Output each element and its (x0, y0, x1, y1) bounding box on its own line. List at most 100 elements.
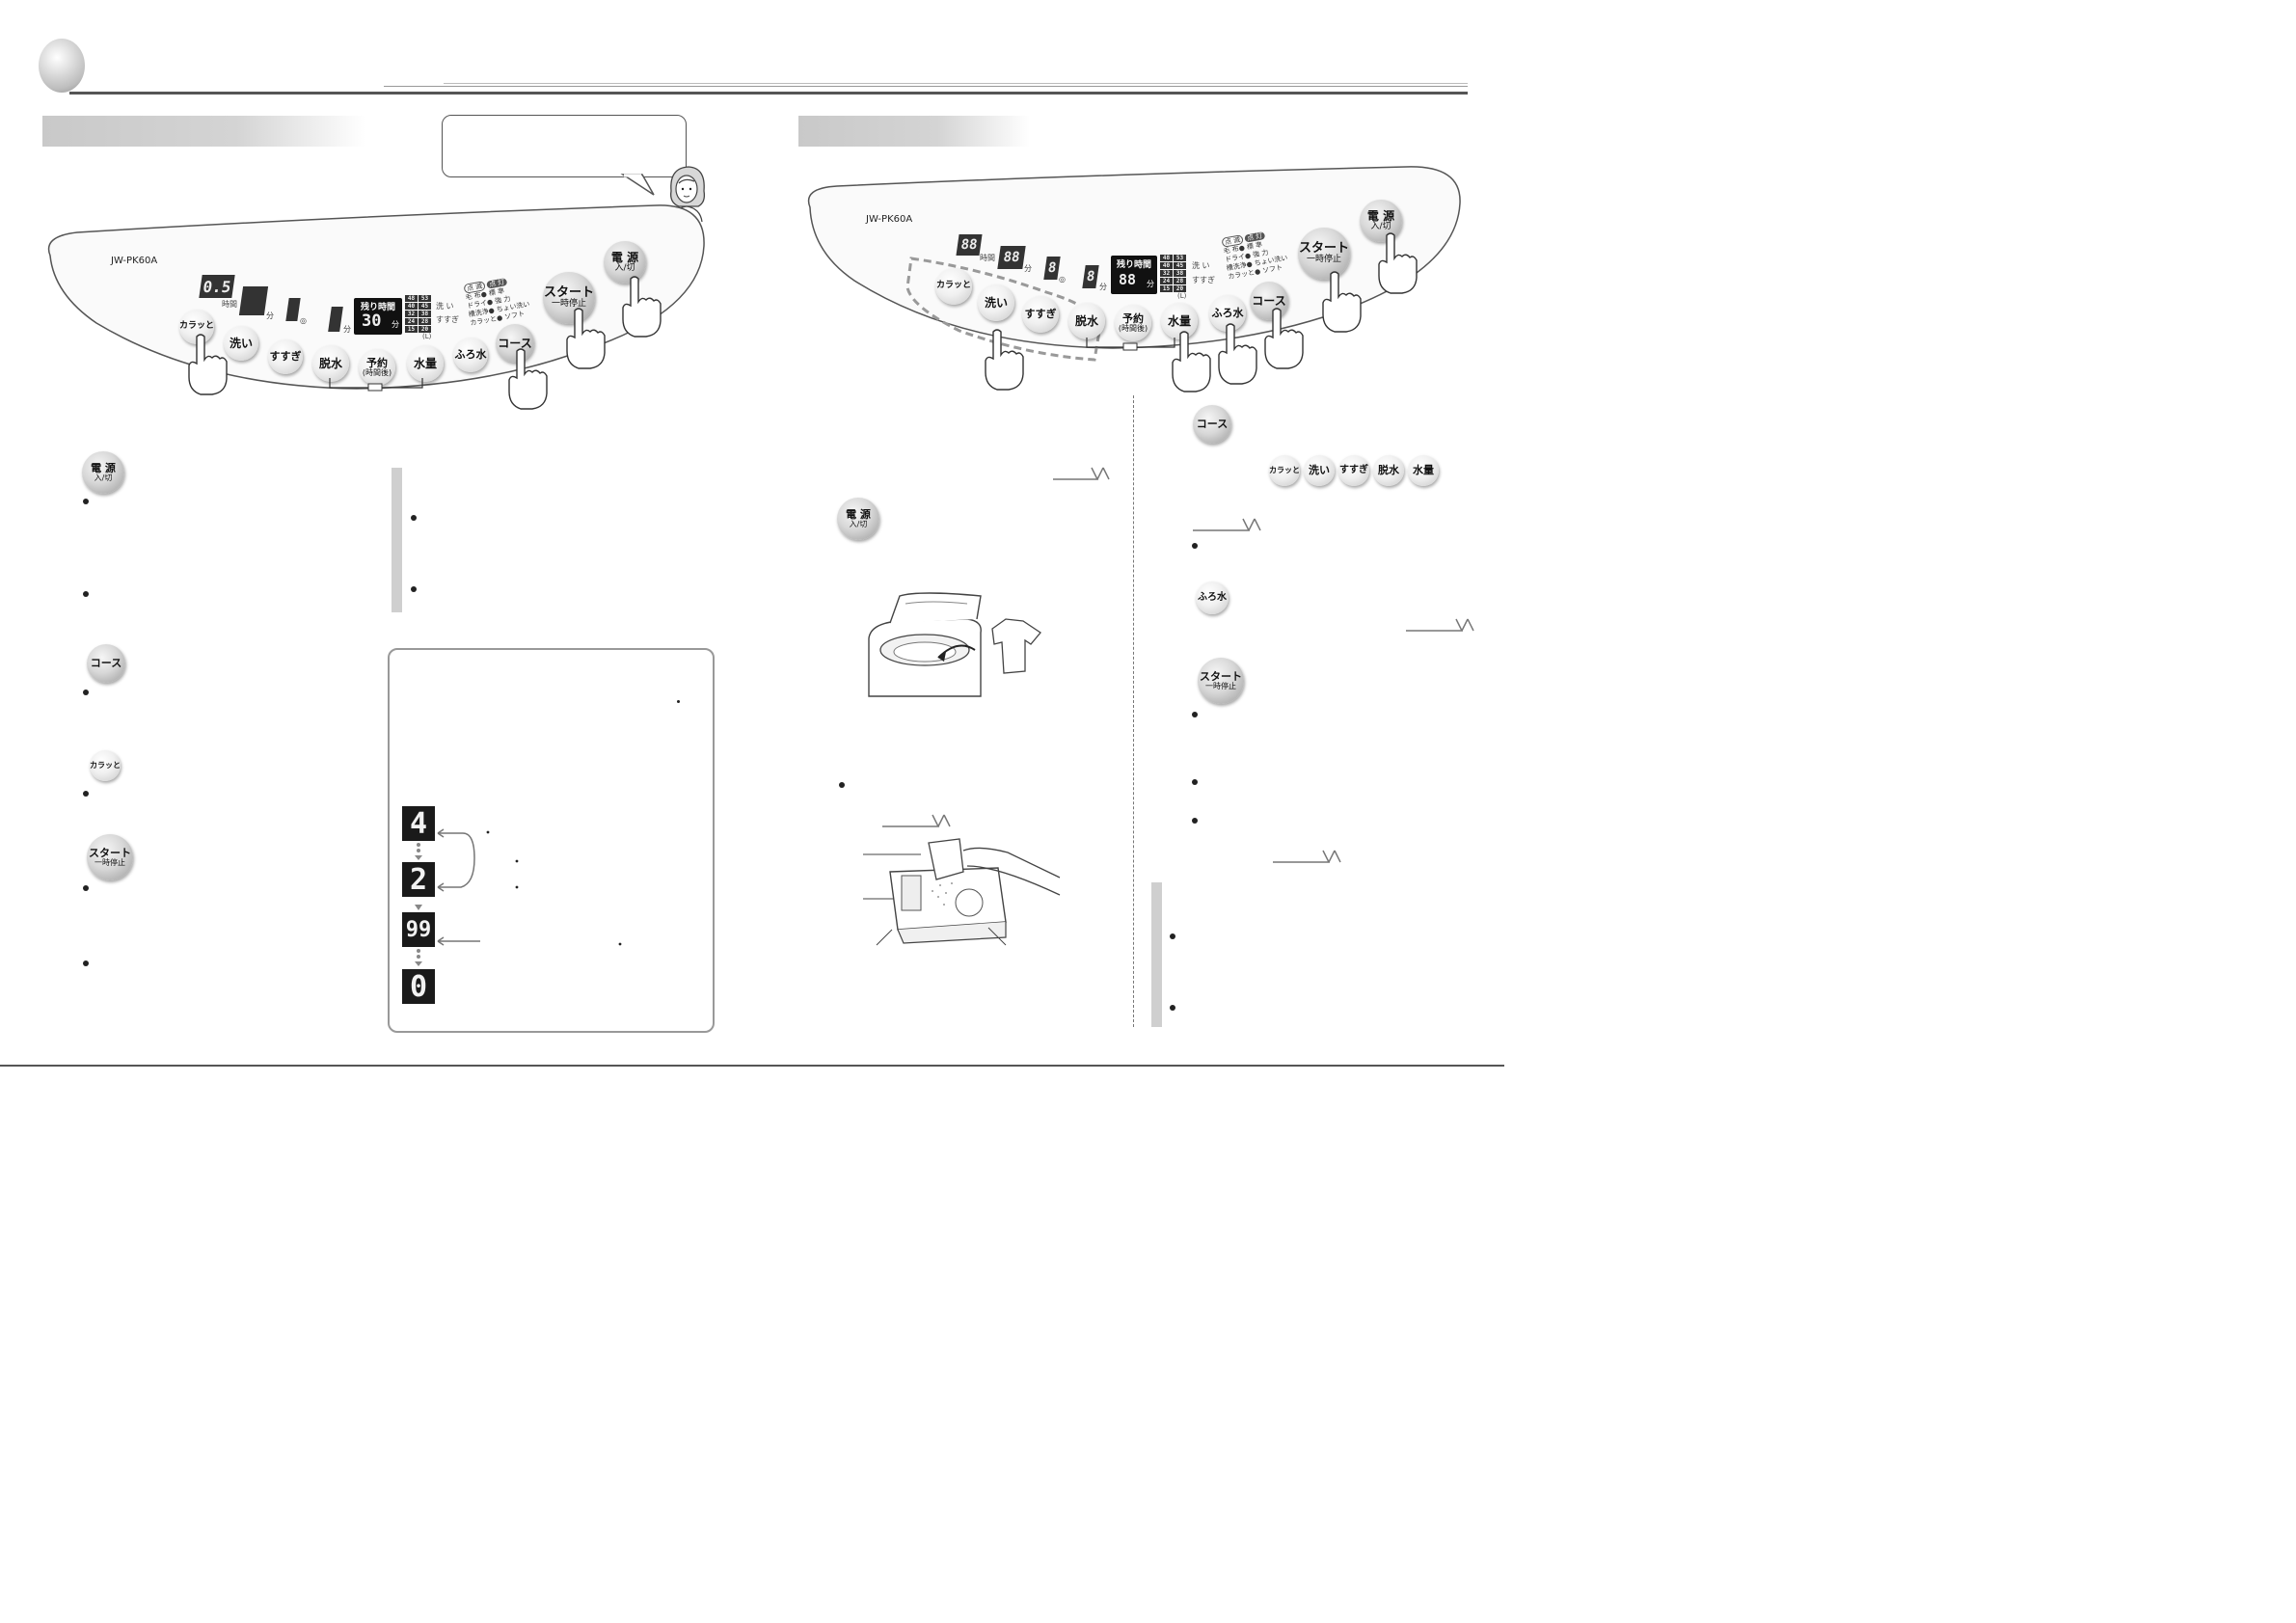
water-level-cell: 40 (405, 303, 418, 310)
remaining-time-unit: 分 (392, 320, 399, 329)
pointing-hand-icon (508, 348, 548, 410)
water-level-cell: 32 (1160, 270, 1173, 277)
bullet (83, 885, 89, 891)
water-button-left[interactable]: 水量 (407, 345, 444, 382)
detergent-drawer-illustration (863, 838, 1061, 946)
water-level-cell: 38 (1174, 270, 1186, 277)
water-level-cell: 45 (1174, 262, 1186, 269)
water-level-cell: 38 (419, 311, 431, 317)
water-level-cell: 53 (1174, 255, 1186, 261)
model-label-left: JW-PK60A (111, 256, 158, 266)
water-level-cell: 20 (419, 326, 431, 333)
start-step-icon: スタート一時停止 (87, 834, 133, 880)
pointing-hand-icon (985, 329, 1024, 391)
water-level-cell: 15 (405, 326, 418, 333)
minutes-unit-right: 分 (1024, 264, 1032, 273)
power-button-right[interactable]: 電 源入/切 (1360, 200, 1402, 242)
start-button-left[interactable]: スタート一時停止 (543, 272, 595, 324)
remaining-time-value: 88 (1119, 271, 1137, 288)
custom-course-dashed-outline (905, 257, 1102, 362)
times-unit-right: ◎ (1059, 275, 1066, 284)
bullet (411, 586, 417, 592)
rinse-indicator-left: すすぎ (436, 315, 459, 324)
power-step-icon-right: 電 源入/切 (837, 498, 879, 540)
water-level-cell: 40 (1160, 262, 1173, 269)
bullet (1192, 543, 1198, 549)
bullet (83, 960, 89, 966)
pointing-hand-icon (1264, 308, 1304, 369)
child-lock-bracket-right (1086, 338, 1175, 351)
countdown-step-display: 99 (402, 912, 435, 947)
water-level-cell: 24 (405, 318, 418, 325)
water-button-right[interactable]: 水量 (1161, 303, 1198, 339)
bullet (1170, 1005, 1175, 1011)
remaining-time-value: 30 (362, 311, 382, 331)
pointing-hand-icon (1218, 323, 1257, 385)
washer-loading-illustration (868, 592, 1041, 697)
water-level-grid-right: 48 53 40 45 32 38 24 28 15 20 (L) (1160, 255, 1187, 300)
bullet (83, 791, 89, 797)
model-label-right: JW-PK60A (866, 214, 913, 225)
water-level-cell: 48 (405, 295, 418, 302)
bullet (83, 499, 89, 504)
water-level-cell: 28 (419, 318, 431, 325)
hours-unit-right: 時間 (980, 254, 995, 262)
wash-button-left[interactable]: 洗い (224, 326, 258, 361)
course-step-icon-right: コース (1193, 405, 1231, 444)
column-divider (1133, 395, 1134, 1027)
left-section-header-bar (42, 116, 365, 147)
pointing-hand-icon (1322, 271, 1362, 333)
rinse-button-left[interactable]: すすぎ (268, 339, 303, 374)
start-step-icon-right: スタート一時停止 (1198, 658, 1244, 704)
emphasis-underline-mark (882, 814, 951, 827)
water-level-cell: 32 (405, 311, 418, 317)
start-button-right[interactable]: スタート一時停止 (1298, 228, 1350, 280)
countdown-step-display: 0 (402, 969, 435, 1004)
water-level-cell: 45 (419, 303, 431, 310)
left-control-panel-outline (47, 204, 705, 390)
countdown-step-display: 2 (402, 862, 435, 897)
small-dot (677, 700, 680, 703)
power-button-left[interactable]: 電 源入/切 (604, 241, 646, 284)
countdown-flow-arrows (415, 828, 622, 966)
karatto-chip: カラッと (1269, 455, 1300, 486)
remaining-time-panel-right: 残り時間 88 分 (1111, 256, 1157, 294)
remaining-time-panel-left: 残り時間 30 分 (354, 298, 402, 335)
water-level-cell: 53 (419, 295, 431, 302)
wash-indicator-left: 洗 い (436, 302, 454, 311)
pointing-hand-icon (1378, 232, 1418, 294)
note-side-bar (392, 468, 402, 612)
reserve-button-right[interactable]: 予約(時間後) (1115, 305, 1151, 341)
header-rule-thick (69, 92, 1468, 95)
bath-water-step-icon: ふろ水 (1196, 582, 1229, 614)
rinse-button-right[interactable]: すすぎ (1022, 296, 1059, 333)
note-side-bar-right (1151, 882, 1162, 1027)
karatto-button-right[interactable]: カラッと (935, 268, 972, 305)
reserve-button-left[interactable]: 予約(時間後) (359, 349, 395, 386)
course-step-icon: コース (87, 644, 125, 683)
pointing-hand-icon (1172, 331, 1211, 392)
water-level-cell: 24 (1160, 278, 1173, 284)
countdown-step-display: 4 (402, 806, 435, 841)
page-bottom-rule (0, 1065, 1504, 1067)
bullet (1170, 933, 1175, 939)
speech-bubble (442, 115, 687, 177)
wash-button-right[interactable]: 洗い (978, 284, 1014, 321)
rinse-chip: すすぎ (1338, 455, 1369, 486)
bullet (1192, 779, 1198, 785)
remaining-time-unit: 分 (1147, 280, 1154, 288)
course-button-right[interactable]: コース (1250, 282, 1288, 320)
bullet (839, 782, 845, 788)
water-level-cell: 48 (1160, 255, 1173, 261)
minutes-unit-left: 分 (266, 311, 274, 320)
spin-button-left[interactable]: 脱水 (312, 345, 349, 382)
hours-unit-left: 時間 (222, 300, 237, 309)
child-lock-bracket-left (329, 378, 423, 392)
spin-button-right[interactable]: 脱水 (1068, 303, 1105, 339)
emphasis-underline-mark (1406, 618, 1474, 632)
times-unit-left: ◎ (300, 316, 307, 325)
water-chip: 水量 (1408, 455, 1439, 486)
bath-water-button-left[interactable]: ふろ水 (453, 338, 488, 372)
karatto-step-icon: カラッと (90, 750, 121, 781)
course-button-left[interactable]: コース (496, 324, 534, 363)
